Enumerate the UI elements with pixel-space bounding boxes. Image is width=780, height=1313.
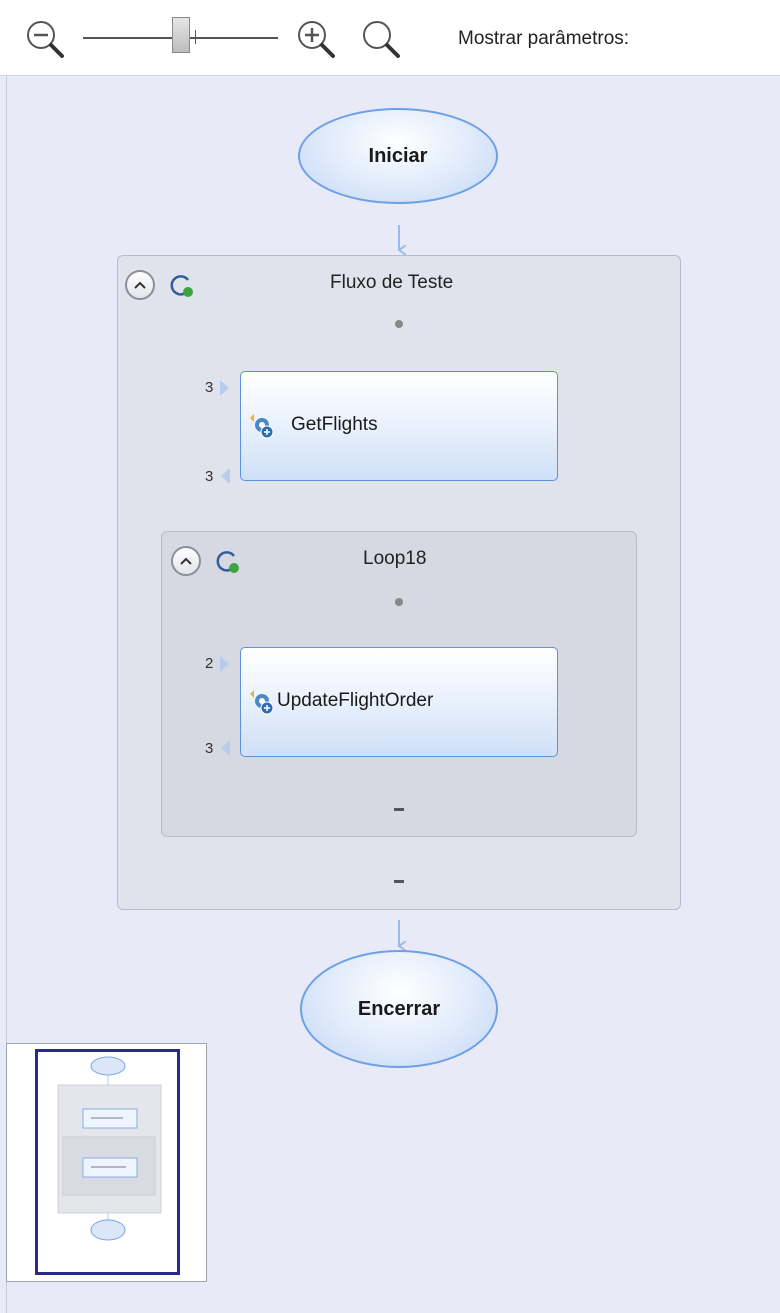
output-count: 3 (205, 468, 214, 485)
minimap-preview (57, 1056, 162, 1241)
step-getflights[interactable]: GetFlights (240, 371, 558, 481)
zoom-fit-icon[interactable] (360, 18, 408, 65)
minimap[interactable] (6, 1043, 207, 1282)
loop-title: Loop18 (363, 548, 427, 569)
test-flow-title: Fluxo de Teste (330, 272, 454, 293)
toolbar: Mostrar parâmetros: (0, 0, 780, 76)
end-node[interactable]: Encerrar (300, 950, 498, 1068)
test-flow-collapse-button[interactable] (125, 270, 155, 300)
input-port[interactable] (220, 380, 229, 396)
chevron-up-icon (134, 281, 146, 289)
loop-end-marker (394, 808, 404, 811)
service-icon (247, 412, 275, 445)
flow-start-dot (395, 320, 403, 328)
flow-end-marker (394, 880, 404, 883)
loop-start-dot (395, 598, 403, 606)
input-count: 3 (205, 379, 214, 396)
zoom-out-icon[interactable] (24, 18, 72, 65)
start-node[interactable]: Iniciar (298, 108, 498, 204)
loop-collapse-button[interactable] (171, 546, 201, 576)
end-node-label: Encerrar (357, 997, 441, 1020)
output-port[interactable] (221, 740, 230, 756)
minimap-viewport[interactable] (35, 1049, 180, 1275)
input-port[interactable] (220, 656, 229, 672)
loop-icon (214, 547, 242, 580)
show-parameters-label: Mostrar parâmetros: (458, 28, 630, 49)
zoom-slider-tick (195, 30, 196, 44)
zoom-in-icon[interactable] (295, 18, 343, 65)
step-label: UpdateFlightOrder (277, 690, 434, 711)
step-updateflightorder[interactable]: UpdateFlightOrder (240, 647, 558, 757)
output-port[interactable] (221, 468, 230, 484)
service-icon (247, 688, 275, 721)
output-count: 3 (205, 740, 214, 757)
input-count: 2 (205, 655, 214, 672)
chevron-up-icon (180, 557, 192, 565)
canvas-left-border (6, 0, 7, 1313)
zoom-slider-thumb[interactable] (172, 17, 190, 53)
step-label: GetFlights (291, 414, 378, 435)
loop-icon (168, 271, 196, 304)
start-node-label: Iniciar (368, 144, 428, 167)
